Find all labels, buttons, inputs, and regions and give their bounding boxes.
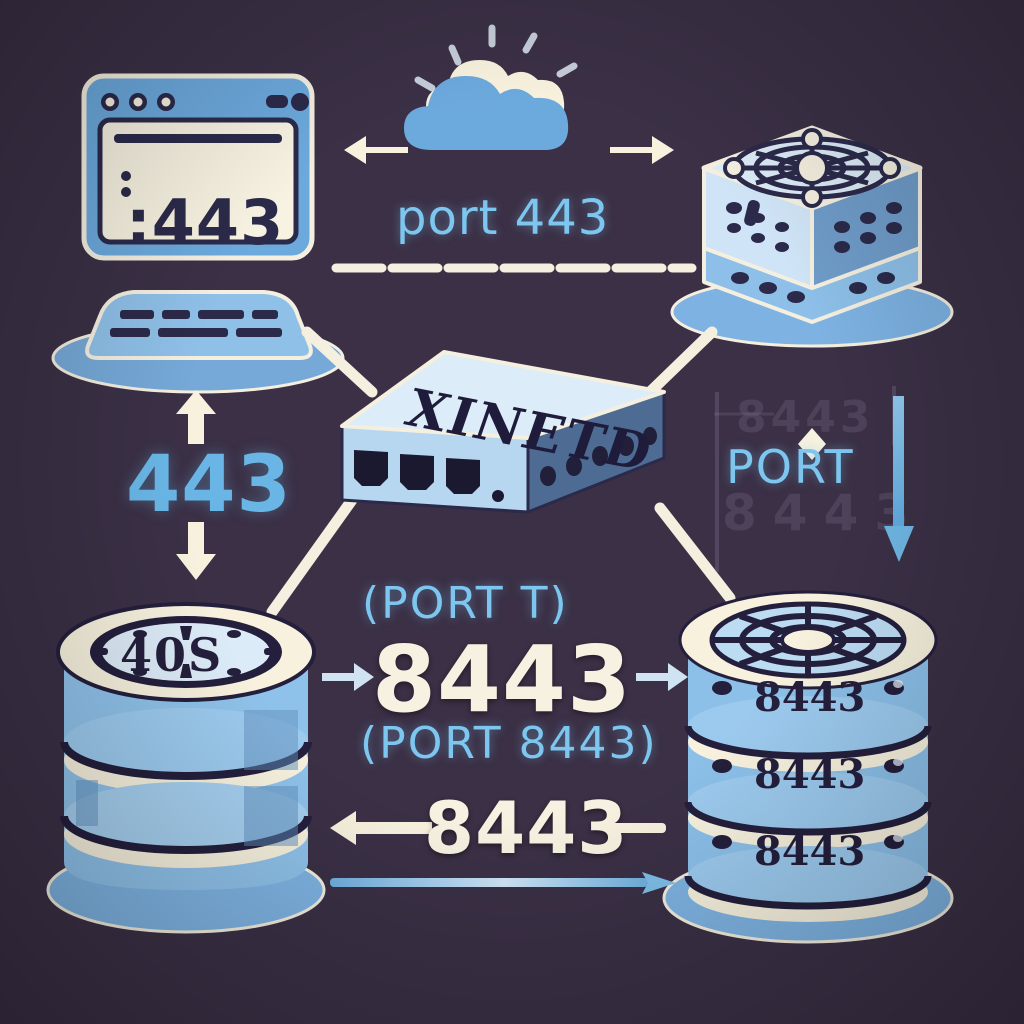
center-paren-bottom-label: (PORT 8443)	[360, 718, 658, 769]
bottom-arrow-label: 8443	[424, 786, 629, 870]
cloud-right-arrow-icon	[606, 128, 678, 172]
bottom-left-database: 40S	[44, 590, 344, 960]
bottom-right-server-stack: 8443 8443 8443	[656, 566, 966, 956]
xinetd-router: XINETD	[332, 330, 680, 572]
center-left-arrow-icon	[320, 660, 376, 694]
cloud-icon	[396, 22, 628, 172]
left-up-arrow-icon	[172, 388, 220, 446]
laptop-server-dashed-link	[331, 258, 697, 278]
right-diamond-icon	[792, 424, 832, 464]
center-big-port-label: 8443	[372, 626, 633, 733]
bottom-arrow-tail	[604, 818, 670, 836]
right-port-label: PORT	[726, 440, 855, 494]
bottom-blue-arrow-icon	[330, 868, 680, 898]
bottom-left-arrow-icon	[326, 808, 436, 848]
cloud-port-label: port 443	[396, 190, 610, 246]
laptop-client: :443	[48, 58, 348, 394]
bottom-left-db-top-label: 40S	[120, 628, 224, 682]
center-right-arrow-icon	[634, 660, 690, 694]
cloud-left-arrow-icon	[340, 128, 412, 172]
left-down-arrow-icon	[172, 520, 220, 582]
server-band-label-3: 8443	[754, 828, 866, 875]
right-ghost-label: 8443	[736, 392, 875, 443]
server-band-label-2: 8443	[754, 751, 866, 798]
server-band-label-1: 8443	[754, 674, 866, 721]
center-paren-top-label: (PORT T)	[362, 578, 569, 629]
right-down-arrow-icon	[880, 396, 920, 566]
left-port-label: 443	[126, 440, 292, 530]
laptop-screen-port: :443	[126, 186, 285, 259]
top-right-server	[662, 50, 962, 350]
right-ghost-label-2: 8443	[722, 484, 926, 542]
